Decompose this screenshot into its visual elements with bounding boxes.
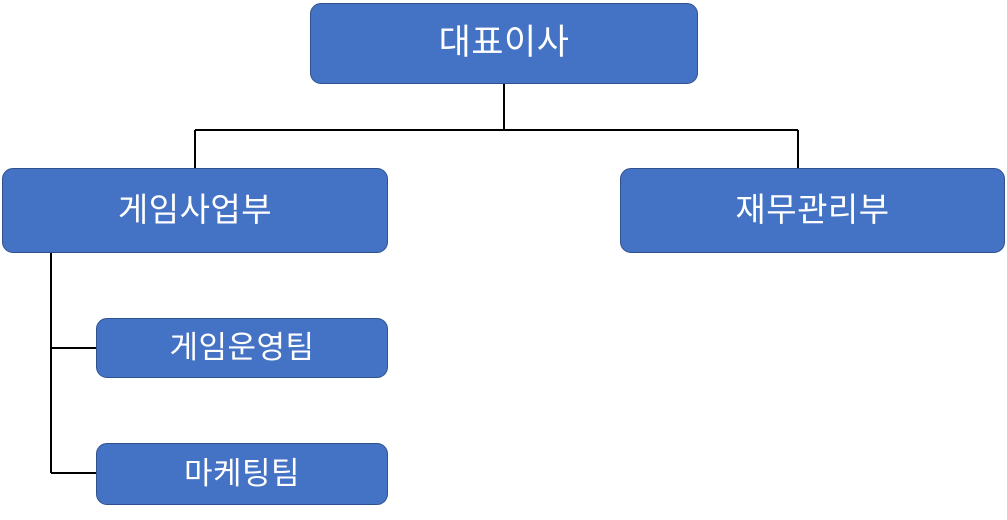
- org-node-label: 대표이사: [438, 23, 570, 63]
- org-node-marketing-team[interactable]: 마케팅팀: [96, 443, 388, 505]
- org-node-game-operations-team[interactable]: 게임운영팀: [96, 318, 388, 378]
- org-node-label: 마케팅팀: [183, 455, 301, 491]
- org-node-ceo[interactable]: 대표이사: [310, 3, 698, 84]
- org-node-game-business-division[interactable]: 게임사업부: [2, 168, 388, 253]
- org-node-finance-management-division[interactable]: 재무관리부: [620, 168, 1005, 253]
- org-node-label: 게임운영팀: [169, 329, 315, 365]
- org-node-label: 재무관리부: [735, 191, 890, 229]
- org-node-label: 게임사업부: [117, 191, 273, 229]
